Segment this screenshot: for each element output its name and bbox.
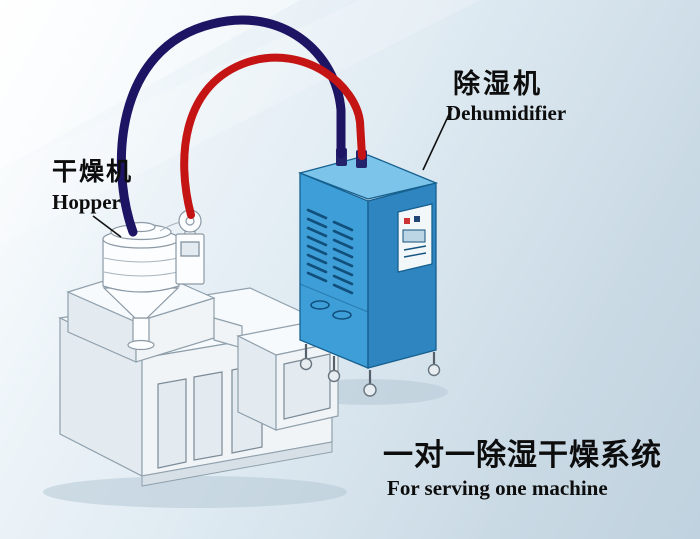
label-hopper-cn: 干燥机 [52,159,134,186]
label-hopper-en: Hopper [52,190,121,214]
hopper-assembly [102,209,205,351]
door-panel [193,371,223,461]
machine-shadow [43,476,347,508]
oval-vent [310,300,330,310]
caption-chinese: 一对一除湿干燥系统 [383,439,662,472]
control-panel [397,203,433,273]
dehumidifier-front-face [299,172,369,369]
hopper-body [102,239,180,293]
casters [299,344,441,397]
pointer-line-hopper [92,215,122,238]
door-panel [157,378,187,469]
dryer-unit [175,209,205,285]
supply-air-hose [180,53,366,219]
return-air-hose [116,15,346,237]
caption-english: For serving one machine [387,476,608,500]
extruder-machine [58,267,340,487]
label-dehumidifier-en: Dehumidifier [446,101,567,125]
pointer-line-dehumidifier [422,107,453,171]
vent-slots [306,208,354,295]
dehumidifier [297,148,441,397]
oval-vent [332,310,352,320]
label-dehumidifier-cn: 除湿机 [453,69,543,99]
